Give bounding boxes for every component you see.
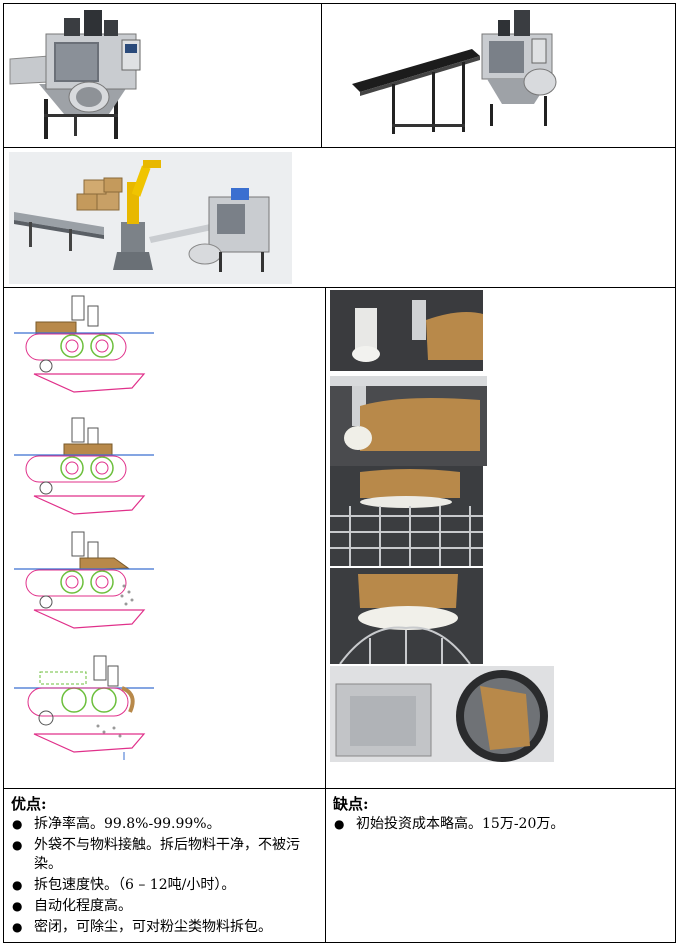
- list-item: 拆包速度快。（6 – 12吨/小时）。: [10, 876, 315, 895]
- list-item: 初始投资成本略高。15万-20万。: [332, 815, 662, 834]
- advantages-heading: 优点:: [11, 795, 47, 813]
- bag-cutting-process-schematics-icon: [14, 295, 154, 760]
- list-item: 拆净率高。99.8%-99.99%。: [10, 815, 315, 834]
- disadvantages-list: 初始投资成本略高。15万-20万。: [332, 815, 662, 836]
- list-item: 外袋不与物料接触。拆后物料干净，不被污染。: [10, 836, 315, 874]
- robot-line-cell: [3, 147, 676, 288]
- disadvantages-cell: 缺点: 初始投资成本略高。15万-20万。: [325, 788, 676, 943]
- list-item: 密闭，可除尘，可对粉尘类物料拆包。: [10, 918, 315, 937]
- schematics-cell: [3, 287, 326, 789]
- advantages-cell: 优点: 拆净率高。99.8%-99.99%。 外袋不与物料接触。拆后物料干净，不…: [3, 788, 326, 943]
- spec-table: 优点: 拆净率高。99.8%-99.99%。 外袋不与物料接触。拆后物料干净，不…: [3, 3, 676, 943]
- robot-palletizing-line-render-icon: [9, 152, 292, 284]
- photos-cell: [325, 287, 676, 789]
- advantages-list: 拆净率高。99.8%-99.99%。 外袋不与物料接触。拆后物料干净，不被污染。…: [10, 815, 315, 939]
- bag-slitting-machine-render-icon: [9, 10, 141, 139]
- machine-with-belt-conveyor-render-icon: [352, 10, 557, 134]
- machine-conveyor-cell: [321, 3, 676, 148]
- machine-front-cell: [3, 3, 322, 148]
- disadvantages-heading: 缺点:: [333, 795, 369, 813]
- list-item: 自动化程度高。: [10, 897, 315, 916]
